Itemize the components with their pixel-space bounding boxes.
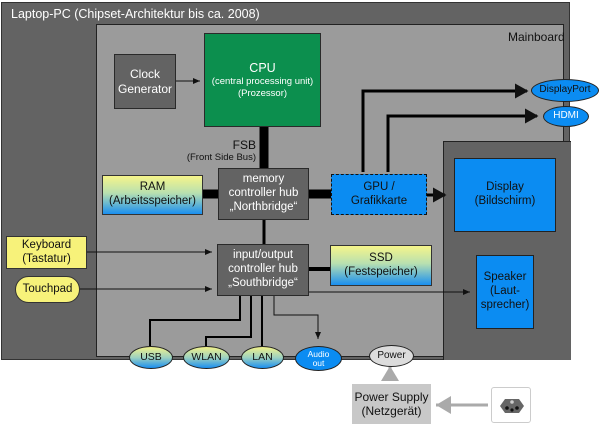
- gpu-line2: Grafikkarte: [350, 194, 408, 207]
- mainboard-label: Mainboard: [508, 30, 565, 44]
- display-line1: Display: [486, 181, 524, 194]
- speaker-line2: (Laut-: [489, 285, 521, 298]
- power-label: Power: [377, 349, 406, 361]
- wlan-label: WLAN: [191, 350, 222, 363]
- keyboard-line1: Keyboard: [21, 238, 72, 251]
- cpu-box: CPU (central processing unit) (Prozessor…: [204, 33, 321, 127]
- speaker-box: Speaker (Laut- sprecher): [476, 255, 534, 329]
- psu-line1: Power Supply: [354, 389, 429, 404]
- psu-line2: (Netzgerät): [361, 404, 422, 418]
- gpu-line1: GPU /: [363, 180, 395, 193]
- laptop-title: Laptop-PC (Chipset-Architektur bis ca. 2…: [11, 7, 260, 21]
- power-supply-box: Power Supply (Netzgerät): [352, 384, 431, 424]
- usb-label: USB: [140, 350, 162, 363]
- sb-usb-link: [149, 296, 241, 346]
- ssd-line1: SSD: [369, 251, 393, 264]
- keyboard-box: Keyboard (Tastatur): [6, 236, 87, 269]
- southbridge-box: input/output controller hub „Southbridge…: [217, 244, 309, 296]
- gpu-box: GPU / Grafikkarte: [331, 174, 427, 215]
- ram-line2: (Arbeitsspeicher): [109, 195, 196, 207]
- ssd-box: SSD (Festspeicher): [330, 245, 432, 286]
- speaker-line3: sprecher): [480, 298, 530, 311]
- fsb-label: FSB (Front Side Bus): [180, 138, 256, 163]
- displayport-port: DisplayPort: [531, 79, 599, 102]
- lan-label: LAN: [252, 350, 273, 363]
- hdmi-port: HDMI: [543, 106, 589, 127]
- usb-port: USB: [129, 346, 173, 369]
- display-box: Display (Bildschirm): [454, 158, 556, 232]
- sb-audio-link: [273, 296, 321, 339]
- clock-generator: Clock Generator: [114, 54, 176, 109]
- ssd-line2: (Festspeicher): [344, 265, 418, 278]
- sb-line3: „Southbridge“: [228, 276, 298, 289]
- hdmi-label: HDMI: [553, 110, 579, 122]
- ram-line1: RAM: [139, 181, 166, 194]
- gpu-displayport-link: [361, 83, 529, 172]
- power-outlet: [491, 387, 531, 423]
- cpu-line2: (central processing unit): [211, 76, 314, 88]
- nb-line2: controller hub: [228, 187, 299, 200]
- gpu-hdmi-link: [386, 108, 539, 172]
- cpu-line3: (Prozessor): [237, 87, 288, 99]
- fsb-line1: FSB: [232, 138, 256, 152]
- audio-line2: out: [312, 357, 325, 368]
- speaker-line1: Speaker: [483, 271, 527, 284]
- sb-line1: input/output: [232, 249, 294, 262]
- clock-line2: Generator: [117, 81, 173, 96]
- ram-box: RAM (Arbeitsspeicher): [102, 175, 203, 215]
- nb-line1: memory: [242, 173, 285, 186]
- cpu-title: CPU: [249, 61, 276, 76]
- displayport-label: DisplayPort: [539, 84, 591, 96]
- clock-line1: Clock: [129, 67, 160, 82]
- wlan-port: WLAN: [183, 346, 230, 369]
- sb-line2: controller hub: [228, 263, 298, 276]
- power-outlet-icon: [500, 399, 524, 413]
- northbridge-box: memory controller hub „Northbridge“: [218, 168, 309, 220]
- touchpad-box: Touchpad: [15, 276, 80, 303]
- fsb-line2: (Front Side Bus): [186, 152, 256, 163]
- audio-line1: Audio: [307, 348, 330, 359]
- keyboard-line2: (Tastatur): [22, 252, 71, 265]
- sb-wlan-link: [205, 296, 252, 346]
- power-port: Power: [369, 345, 414, 367]
- display-line2: (Bildschirm): [474, 195, 536, 207]
- nb-line3: „Northbridge“: [229, 200, 298, 213]
- lan-port: LAN: [241, 346, 284, 369]
- audio-out-port: Audio out: [295, 346, 342, 371]
- touchpad-label: Touchpad: [22, 282, 73, 295]
